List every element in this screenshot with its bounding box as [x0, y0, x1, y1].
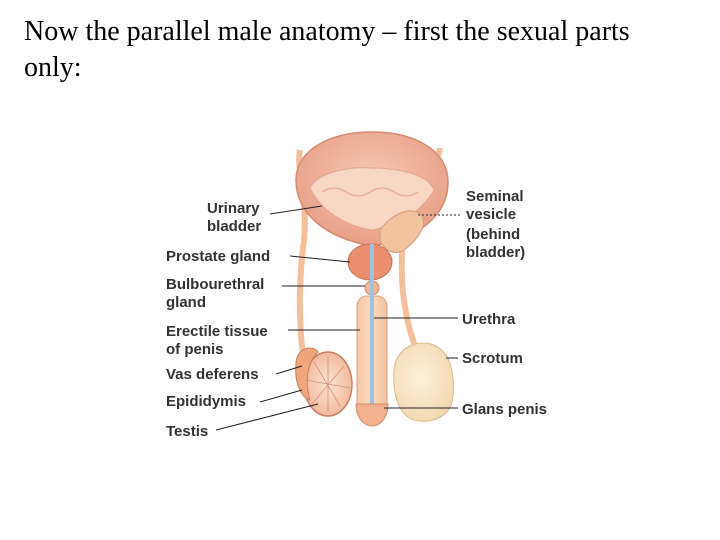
svg-text:Urethra: Urethra	[462, 311, 516, 328]
svg-text:Epididymis: Epididymis	[166, 393, 246, 410]
svg-text:Erectile tissue: Erectile tissue	[166, 323, 268, 340]
bladder-wall-texture	[321, 187, 419, 197]
svg-text:Glans penis: Glans penis	[462, 401, 547, 418]
leader-urinary-bladder	[269, 205, 323, 215]
label-epididymis: Epididymis	[166, 393, 246, 410]
seminal-vesicle	[379, 210, 425, 253]
leader-prostate-gland	[289, 255, 351, 263]
svg-text:Seminal: Seminal	[466, 188, 524, 205]
label-urinary-bladder: Urinary bladder	[207, 200, 261, 235]
label-bulbourethral-gland: Bulbourethral gland	[166, 276, 264, 311]
label-urethra: Urethra	[462, 311, 516, 328]
glans-penis	[355, 403, 389, 427]
testis-lobules	[305, 356, 351, 412]
leader-testis	[215, 403, 319, 431]
svg-text:Bulbourethral: Bulbourethral	[166, 276, 264, 293]
svg-text:Scrotum: Scrotum	[462, 350, 523, 367]
label-scrotum: Scrotum	[462, 350, 523, 367]
svg-text:(behind: (behind	[466, 226, 520, 243]
label-seminal-vesicle: Seminal vesicle (behind bladder)	[466, 188, 525, 261]
svg-text:Urinary: Urinary	[207, 200, 260, 217]
label-erectile-tissue: Erectile tissue of penis	[166, 323, 268, 358]
svg-text:gland: gland	[166, 294, 206, 311]
svg-text:Prostate gland: Prostate gland	[166, 248, 270, 265]
svg-text:Testis: Testis	[166, 423, 208, 440]
label-glans-penis: Glans penis	[462, 401, 547, 418]
label-vas-deferens: Vas deferens	[166, 366, 259, 383]
label-testis: Testis	[166, 423, 208, 440]
svg-text:bladder: bladder	[207, 218, 261, 235]
leader-epididymis	[259, 389, 303, 403]
slide-title: Now the parallel male anatomy – first th…	[24, 16, 630, 83]
svg-text:of penis: of penis	[166, 341, 224, 358]
svg-text:Vas deferens: Vas deferens	[166, 366, 259, 383]
svg-text:bladder): bladder)	[466, 244, 525, 261]
svg-text:vesicle: vesicle	[466, 206, 516, 223]
epididymis	[295, 347, 319, 401]
scrotum	[393, 342, 454, 422]
leader-vas-deferens	[275, 365, 303, 375]
label-prostate-gland: Prostate gland	[166, 248, 270, 265]
